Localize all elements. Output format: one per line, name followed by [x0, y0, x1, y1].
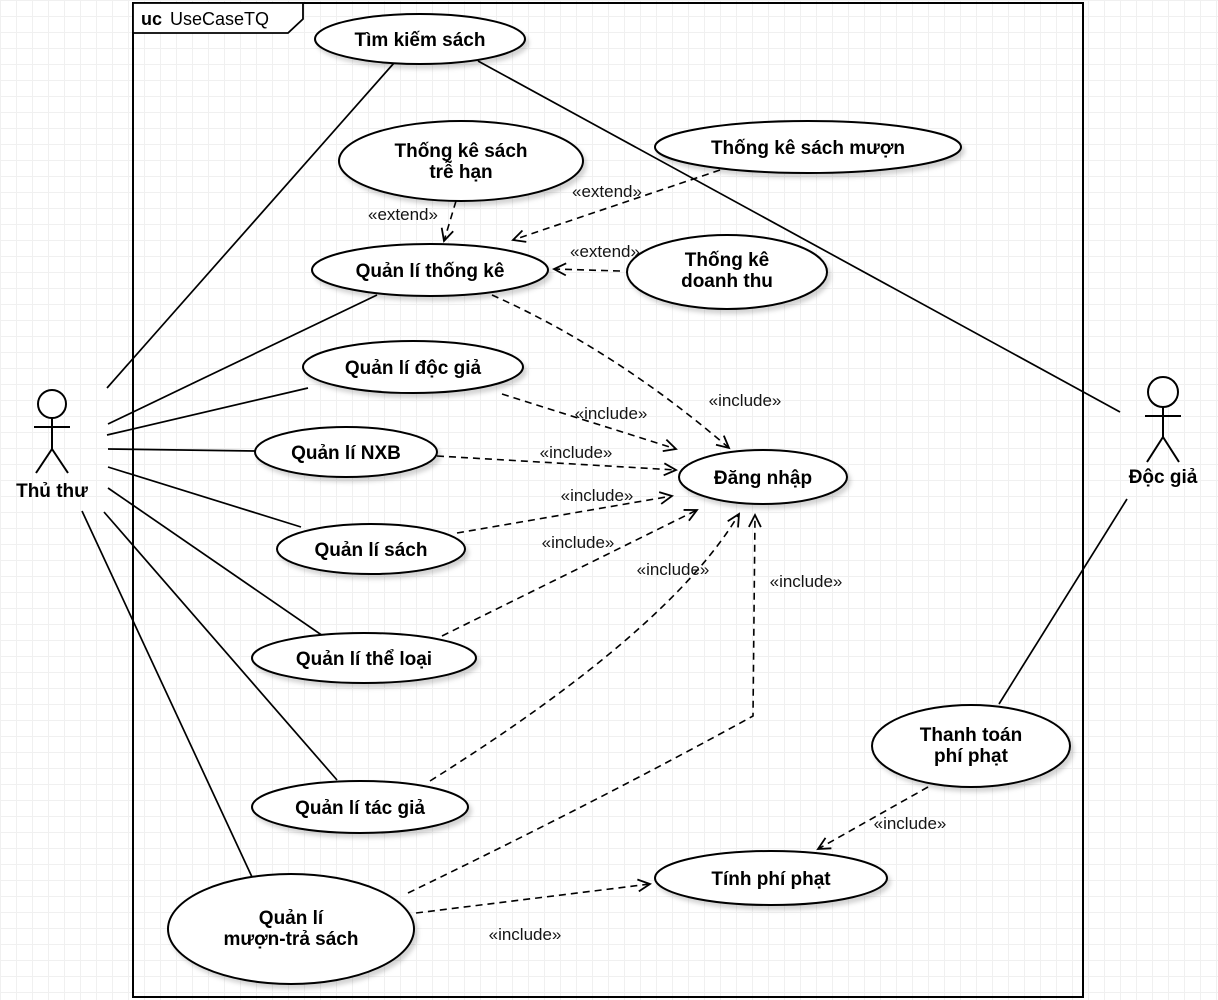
usecase-ellipse[interactable]	[678, 449, 848, 505]
usecase-ellipse[interactable]	[338, 120, 584, 202]
edge-include-doc-gia-dang-nhap[interactable]	[501, 393, 678, 452]
usecase-label: Quản lí NXB	[291, 443, 401, 464]
label-include-tac-gia: «include»	[637, 560, 710, 579]
usecase-ellipse[interactable]	[311, 243, 549, 297]
actor-librarian[interactable]: Thủ thư	[16, 389, 88, 502]
label-include-muon-tra-tinh-phi: «include»	[489, 925, 562, 944]
edge-include-thanh-toan-tinh-phi[interactable]	[816, 786, 929, 850]
frame-label-tab	[132, 2, 304, 34]
edge-include-muon-tra-tinh-phi[interactable]	[415, 878, 652, 914]
edge-librarian-quan-li-doc-gia[interactable]	[106, 387, 309, 436]
usecase-ellipse[interactable]	[251, 632, 477, 684]
usecase-quan-li-sach[interactable]: Quản lí sách	[276, 523, 466, 575]
usecase-ellipse[interactable]	[871, 704, 1071, 788]
label-include-nxb: «include»	[540, 443, 613, 462]
label-extend-sach-muon: «extend»	[572, 182, 642, 201]
actor-label: Thủ thư	[16, 481, 88, 502]
usecase-label: Thống kê	[685, 250, 769, 271]
actor-legs	[35, 448, 69, 474]
frame: uc UseCaseTQ	[132, 2, 1084, 998]
edge-reader-thanh-toan-phi-phat[interactable]	[998, 498, 1128, 705]
usecase-label: trễ hạn	[429, 161, 492, 183]
dependencies	[407, 169, 929, 914]
edge-include-sach-dang-nhap[interactable]	[456, 491, 674, 534]
usecase-ellipse[interactable]	[626, 234, 828, 310]
frame-keyword: uc	[141, 9, 162, 29]
edge-librarian-tim-kiem-sach[interactable]	[106, 62, 395, 389]
frame-border	[132, 2, 1084, 998]
usecase-ellipse[interactable]	[654, 120, 962, 174]
usecase-thong-ke-doanh-thu[interactable]: Thống kê doanh thu	[626, 234, 828, 310]
edge-librarian-quan-li-thong-ke[interactable]	[107, 294, 378, 425]
usecase-ellipse[interactable]	[251, 780, 469, 834]
actor-head	[1147, 376, 1179, 408]
label-include-sach: «include»	[561, 486, 634, 505]
usecase-dang-nhap[interactable]: Đăng nhập	[678, 449, 848, 505]
usecase-quan-li-tac-gia[interactable]: Quản lí tác giả	[251, 780, 469, 834]
usecase-label: Quản lí	[259, 908, 324, 929]
usecase-tinh-phi-phat[interactable]: Tính phí phạt	[654, 850, 888, 906]
usecase-quan-li-doc-gia[interactable]: Quản lí độc giả	[302, 340, 524, 394]
usecase-ellipse[interactable]	[254, 426, 438, 478]
associations-reader	[477, 60, 1128, 705]
associations-librarian	[81, 62, 395, 878]
usecase-quan-li-muon-tra-sach[interactable]: Quản lí mượn-trả sách	[167, 873, 415, 985]
label-include-thong-ke: «include»	[709, 391, 782, 410]
actor-reader[interactable]: Độc giả	[1129, 376, 1198, 488]
usecase-label: Quản lí thể loại	[296, 649, 432, 670]
usecase-thong-ke-tre-han[interactable]: Thống kê sách trễ hạn	[338, 120, 584, 202]
label-extend-doanh-thu: «extend»	[570, 242, 640, 261]
edge-reader-tim-kiem-sach[interactable]	[477, 60, 1121, 413]
usecase-ellipse[interactable]	[314, 13, 526, 65]
edge-librarian-quan-li-nxb[interactable]	[107, 448, 257, 452]
usecase-label: mượn-trả sách	[224, 929, 359, 950]
label-include-muon-tra-dang-nhap: «include»	[770, 572, 843, 591]
usecase-thong-ke-sach-muon[interactable]: Thống kê sách mượn	[654, 120, 962, 174]
actor-legs	[1146, 436, 1180, 463]
usecase-label: Thống kê sách mượn	[711, 138, 905, 159]
label-extend-tre-han: «extend»	[368, 205, 438, 224]
frame-name: UseCaseTQ	[170, 9, 269, 29]
label-include-doc-gia: «include»	[575, 404, 648, 423]
usecase-ellipse[interactable]	[276, 523, 466, 575]
edge-include-nxb-dang-nhap[interactable]	[436, 455, 679, 477]
usecase-ellipse[interactable]	[654, 850, 888, 906]
edge-extend-tre-han-thong-ke[interactable]	[440, 200, 457, 243]
usecase-label: Thanh toán	[920, 725, 1022, 746]
label-include-the-loai: «include»	[542, 533, 615, 552]
usecase-label: Thống kê sách	[394, 141, 527, 162]
usecase-quan-li-nxb[interactable]: Quản lí NXB	[254, 426, 438, 478]
edge-extend-sach-muon-thong-ke[interactable]	[511, 169, 721, 243]
usecase-label: doanh thu	[681, 271, 773, 292]
usecase-label: Quản lí tác giả	[295, 798, 425, 819]
usecase-label: Quản lí thống kê	[356, 261, 505, 282]
edge-include-tac-gia-dang-nhap[interactable]	[429, 512, 741, 782]
edge-librarian-quan-li-muon-tra[interactable]	[81, 510, 253, 878]
edge-librarian-quan-li-tac-gia[interactable]	[103, 511, 338, 781]
usecase-thanh-toan-phi-phat[interactable]: Thanh toán phí phạt	[871, 704, 1071, 788]
usecase-quan-li-the-loai[interactable]: Quản lí thể loại	[251, 632, 477, 684]
usecase-label: Tìm kiếm sách	[355, 30, 486, 51]
usecase-quan-li-thong-ke[interactable]: Quản lí thống kê	[311, 243, 549, 297]
usecase-ellipse[interactable]	[167, 873, 415, 985]
edge-labels: «extend» «extend» «extend» «include» «in…	[368, 182, 946, 944]
usecase-ellipse[interactable]	[302, 340, 524, 394]
edge-librarian-quan-li-the-loai[interactable]	[107, 487, 324, 637]
actor-head	[37, 389, 67, 419]
usecase-label: Tính phí phạt	[711, 869, 831, 890]
usecase-label: Quản lí sách	[315, 540, 428, 561]
actor-label: Độc giả	[1129, 467, 1198, 488]
usecase-label: Đăng nhập	[714, 468, 812, 489]
usecase-label: Quản lí độc giả	[345, 358, 482, 379]
edge-include-thong-ke-dang-nhap[interactable]	[491, 294, 731, 450]
usecase-tim-kiem-sach[interactable]: Tìm kiếm sách	[314, 13, 526, 65]
usecase-label: phí phạt	[934, 746, 1009, 767]
edge-librarian-quan-li-sach[interactable]	[107, 466, 302, 528]
label-include-thanh-toan: «include»	[874, 814, 947, 833]
edge-extend-doanh-thu-thong-ke[interactable]	[551, 262, 621, 277]
